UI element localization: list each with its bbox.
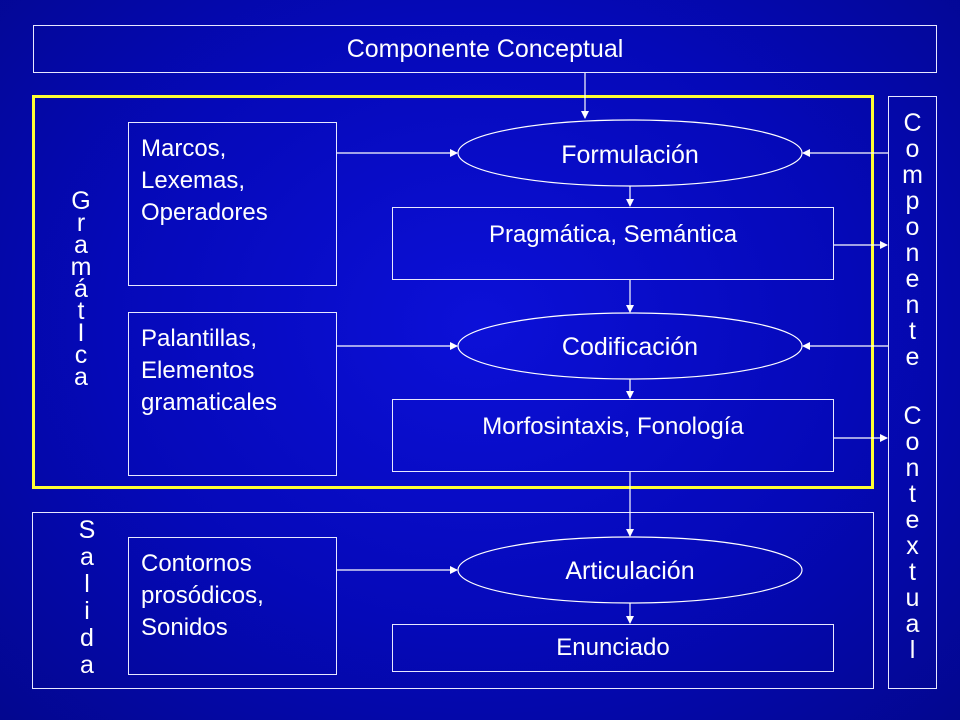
box-line: prosódicos, <box>141 582 264 609</box>
letter: n <box>905 291 920 319</box>
letter: t <box>909 480 916 508</box>
codificacion-label-wrap: Codificación <box>458 327 802 367</box>
salida-region <box>32 512 874 689</box>
letter: o <box>905 428 920 456</box>
letter: i <box>84 597 90 625</box>
letter: m <box>70 253 92 281</box>
letter: l <box>909 636 916 664</box>
formulacion-label: Formulación <box>561 140 699 169</box>
box-line: gramaticales <box>141 389 278 416</box>
letter: S <box>78 516 96 544</box>
letter: t <box>77 297 85 325</box>
contornos-box: Contornos prosódicos, Sonidos <box>128 537 337 675</box>
articulacion-label: Articulación <box>565 556 695 585</box>
letter: e <box>905 265 920 293</box>
letter: c <box>74 341 88 369</box>
box-line: Operadores <box>141 199 268 226</box>
letter: n <box>905 239 920 267</box>
morfosintaxis-box: Morfosintaxis, Fonología <box>392 399 834 472</box>
articulacion-label-wrap: Articulación <box>458 551 802 591</box>
letter: m <box>902 161 923 189</box>
letter: a <box>80 651 94 679</box>
salida-vertical-label: S a l i d a <box>66 517 108 679</box>
contextual-vertical-label: C o n t e x t u a l <box>888 403 937 663</box>
box-line: Elementos <box>141 357 255 384</box>
marcos-lexemas-box: Marcos, Lexemas, Operadores <box>128 122 337 286</box>
letter: n <box>905 454 920 482</box>
letter: o <box>905 213 920 241</box>
box-line: Sonidos <box>141 614 228 641</box>
box-line: Palantillas, <box>141 325 258 352</box>
letter: a <box>74 363 88 391</box>
letter: a <box>74 231 88 259</box>
letter: o <box>905 135 920 163</box>
letter: d <box>80 624 94 652</box>
letter: á <box>74 275 88 303</box>
box-line: Contornos <box>141 550 252 577</box>
letter: C <box>903 109 922 137</box>
letter: a <box>80 543 94 571</box>
letter: t <box>909 317 916 345</box>
box-line: Marcos, <box>141 135 227 162</box>
letter: u <box>905 584 920 612</box>
enunciado-box: Enunciado <box>392 624 834 672</box>
pragmatica-label: Pragmática, Semántica <box>488 220 738 248</box>
componente-conceptual-box: Componente Conceptual <box>33 25 937 73</box>
letter: C <box>903 402 922 430</box>
letter: r <box>76 209 86 237</box>
letter: e <box>905 343 920 371</box>
box-line: Lexemas, <box>141 167 246 194</box>
formulacion-label-wrap: Formulación <box>458 135 802 175</box>
letter: x <box>906 532 919 560</box>
letter: p <box>905 187 920 215</box>
gramatica-region <box>32 95 874 489</box>
letter: t <box>909 558 916 586</box>
plantillas-box: Palantillas, Elementos gramaticales <box>128 312 337 476</box>
morfosintaxis-label: Morfosintaxis, Fonología <box>482 412 744 440</box>
enunciado-label: Enunciado <box>556 634 670 661</box>
pragmatica-semantica-box: Pragmática, Semántica <box>392 207 834 280</box>
letter: G <box>71 187 91 215</box>
componente-contextual-column <box>888 96 937 689</box>
gramatica-vertical-label: G r a m á t I c a <box>60 187 102 391</box>
componente-conceptual-label: Componente Conceptual <box>346 34 624 63</box>
letter: e <box>905 506 920 534</box>
letter: I <box>77 319 85 347</box>
letter: l <box>84 570 90 598</box>
letter: a <box>905 610 920 638</box>
componente-vertical-label: C o m p o n e n t e <box>888 110 937 370</box>
codificacion-label: Codificación <box>561 332 699 361</box>
